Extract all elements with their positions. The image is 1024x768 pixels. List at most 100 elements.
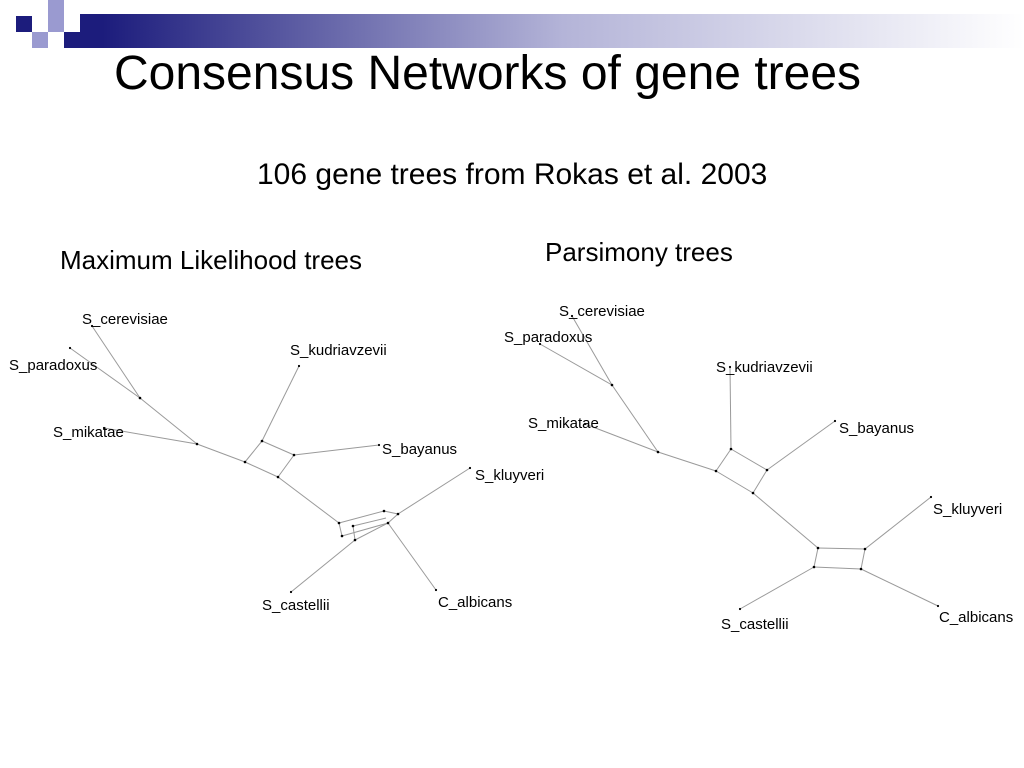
pars-node bbox=[833, 419, 837, 423]
ml-edge bbox=[277, 476, 340, 524]
pars-edge bbox=[766, 420, 836, 471]
ml-node bbox=[351, 524, 355, 528]
ml-edge bbox=[383, 510, 399, 515]
pars-label-s-castellii: S_castellii bbox=[721, 616, 789, 633]
pars-node bbox=[538, 342, 542, 346]
pars-edge bbox=[860, 548, 866, 570]
ml-label-s-cerevisiae: S_cerevisiae bbox=[82, 311, 168, 328]
pars-node bbox=[738, 607, 742, 611]
ml-node bbox=[90, 324, 94, 328]
ml-edge bbox=[293, 444, 380, 456]
ml-node bbox=[337, 521, 341, 525]
parsimony-taxon-labels: S_cerevisiae S_paradoxus S_mikatae S_kud… bbox=[504, 303, 1013, 633]
ml-node bbox=[260, 439, 264, 443]
pars-node bbox=[765, 468, 769, 472]
ml-node bbox=[382, 509, 386, 513]
ml-node bbox=[396, 512, 400, 516]
pars-edge bbox=[730, 448, 768, 471]
ml-edge bbox=[261, 440, 295, 456]
ml-node bbox=[340, 534, 344, 538]
ml-node bbox=[195, 442, 199, 446]
ml-edge bbox=[352, 517, 387, 527]
ml-node bbox=[102, 426, 106, 430]
pars-edge bbox=[729, 366, 732, 450]
pars-edge bbox=[860, 568, 939, 607]
pars-node bbox=[863, 547, 867, 551]
ml-label-s-castellii: S_castellii bbox=[262, 597, 330, 614]
pars-edge bbox=[752, 492, 819, 549]
pars-edge bbox=[813, 547, 819, 568]
ml-network bbox=[69, 325, 471, 593]
pars-label-s-bayanus: S_bayanus bbox=[839, 420, 914, 437]
parsimony-panel-title: Parsimony trees bbox=[545, 237, 733, 267]
ml-node bbox=[434, 588, 438, 592]
ml-edge bbox=[277, 454, 295, 478]
ml-node bbox=[386, 521, 390, 525]
ml-edge bbox=[244, 440, 263, 463]
ml-edge bbox=[387, 522, 437, 591]
ml-edge bbox=[352, 525, 356, 541]
ml-panel-title: Maximum Likelihood trees bbox=[60, 245, 363, 275]
pars-edge bbox=[611, 384, 659, 453]
ml-node bbox=[297, 364, 301, 368]
ml-node bbox=[353, 538, 357, 542]
pars-edge bbox=[584, 423, 659, 453]
pars-label-s-paradoxus: S_paradoxus bbox=[504, 329, 592, 346]
ml-node bbox=[292, 453, 296, 457]
ml-edge bbox=[341, 522, 389, 537]
pars-node bbox=[729, 447, 733, 451]
ml-taxon-labels: S_cerevisiae S_paradoxus S_mikatae S_kud… bbox=[9, 311, 544, 614]
ml-label-s-bayanus: S_bayanus bbox=[382, 441, 457, 458]
pars-node bbox=[929, 495, 933, 499]
ml-label-s-mikatae: S_mikatae bbox=[53, 424, 124, 441]
parsimony-network bbox=[539, 315, 939, 610]
pars-edge bbox=[715, 470, 754, 494]
pars-label-c-albicans: C_albicans bbox=[939, 609, 1013, 626]
pars-label-s-kluyveri: S_kluyveri bbox=[933, 501, 1002, 518]
pars-node bbox=[812, 565, 816, 569]
ml-edge bbox=[91, 325, 141, 399]
header-gradient-band bbox=[0, 0, 1024, 48]
ml-node bbox=[138, 396, 142, 400]
pars-edge bbox=[752, 469, 768, 494]
ml-edge bbox=[244, 461, 279, 478]
ml-label-s-kluyveri: S_kluyveri bbox=[475, 467, 544, 484]
ml-node bbox=[468, 466, 472, 470]
pars-node bbox=[816, 546, 820, 550]
ml-edge bbox=[139, 397, 198, 445]
ml-label-s-paradoxus: S_paradoxus bbox=[9, 357, 97, 374]
pars-label-s-mikatae: S_mikatae bbox=[528, 415, 599, 432]
pars-node bbox=[714, 469, 718, 473]
ml-node bbox=[243, 460, 247, 464]
ml-edge bbox=[69, 347, 141, 399]
ml-edge bbox=[290, 539, 356, 593]
pars-node bbox=[859, 567, 863, 571]
ml-edge bbox=[196, 443, 246, 463]
ml-edge bbox=[338, 522, 343, 537]
ml-edge bbox=[387, 513, 399, 524]
pars-edge bbox=[813, 566, 862, 570]
ml-node bbox=[68, 346, 72, 350]
ml-nodes bbox=[68, 324, 472, 594]
pars-node bbox=[751, 491, 755, 495]
pars-edge bbox=[817, 547, 866, 550]
pars-node bbox=[728, 365, 732, 369]
pars-edge bbox=[739, 566, 815, 610]
pars-edge bbox=[715, 448, 732, 472]
ml-edge bbox=[354, 522, 389, 541]
ml-edge bbox=[338, 510, 385, 524]
pars-label-s-cerevisiae: S_cerevisiae bbox=[559, 303, 645, 320]
slide-title: Consensus Networks of gene trees bbox=[114, 47, 862, 100]
pars-node bbox=[610, 383, 614, 387]
pars-edge bbox=[864, 496, 932, 550]
pars-node bbox=[936, 604, 940, 608]
pars-edge bbox=[657, 451, 717, 472]
pars-label-s-kudriavzevii: S_kudriavzevii bbox=[716, 359, 813, 376]
ml-node bbox=[377, 443, 381, 447]
pars-node bbox=[656, 450, 660, 454]
pars-node bbox=[583, 422, 587, 426]
ml-edge bbox=[397, 467, 471, 515]
ml-edge bbox=[103, 427, 198, 445]
ml-node bbox=[276, 475, 280, 479]
